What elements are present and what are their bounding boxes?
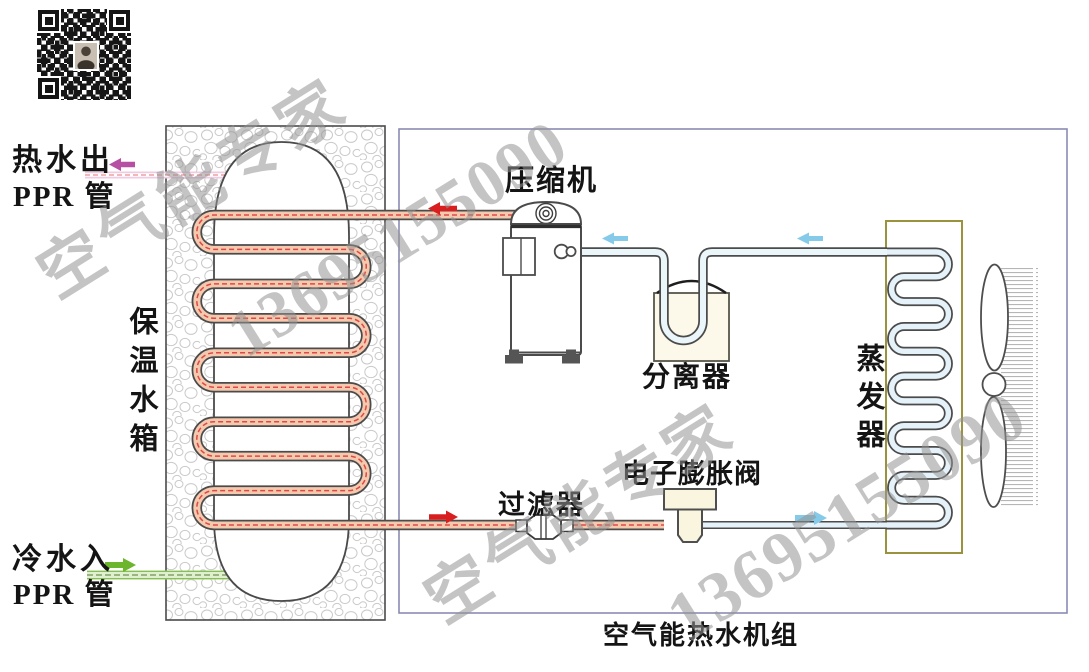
- cold-water-ppr-label: PPR 管: [13, 579, 116, 611]
- person-avatar-icon: [73, 41, 99, 71]
- compressor-label: 压缩机: [505, 165, 599, 197]
- qr-code: [37, 9, 131, 100]
- hot-water-out-label: 热水出: [12, 144, 114, 177]
- cold-water-in-arrow: [105, 558, 136, 572]
- hot-water-out-arrow: [109, 158, 135, 171]
- cold-water-in-label: 冷水入: [12, 543, 114, 576]
- separator-label: 分离器: [642, 362, 733, 393]
- fan: [980, 263, 1009, 508]
- suction-pipe: [566, 247, 887, 346]
- compressor-foot: [562, 349, 580, 364]
- tank-label: 保温水箱: [125, 306, 157, 462]
- compressor-foot: [505, 349, 523, 364]
- filter-label: 过滤器: [498, 490, 585, 520]
- unit-border: [398, 128, 1068, 614]
- evaporator-coil: [886, 247, 953, 530]
- expansion-valve: [663, 488, 717, 543]
- qr-finder-icon: [38, 78, 59, 99]
- hot-water-ppr-label: PPR 管: [13, 181, 116, 213]
- fan-hub: [981, 372, 1007, 397]
- tank-coil: [191, 209, 664, 531]
- suction-flow-arrow-left: [602, 232, 628, 245]
- compressor: [502, 200, 583, 364]
- liquid-flow-arrow: [429, 510, 458, 524]
- terminal-box: [502, 237, 536, 276]
- expansion-valve-label: 电子膨胀阀: [622, 459, 762, 489]
- unit-title: 空气能热水机组: [603, 621, 800, 650]
- discharge-flow-arrow: [428, 202, 457, 215]
- filter: [515, 514, 574, 540]
- evaporator-label: 蒸发器: [852, 343, 884, 457]
- cold-liquid-flow-arrow: [795, 511, 827, 525]
- qr-finder-icon: [38, 10, 59, 31]
- qr-finder-icon: [109, 10, 130, 31]
- cold-water-pipe: [87, 570, 242, 580]
- suction-flow-arrow-right: [797, 232, 823, 245]
